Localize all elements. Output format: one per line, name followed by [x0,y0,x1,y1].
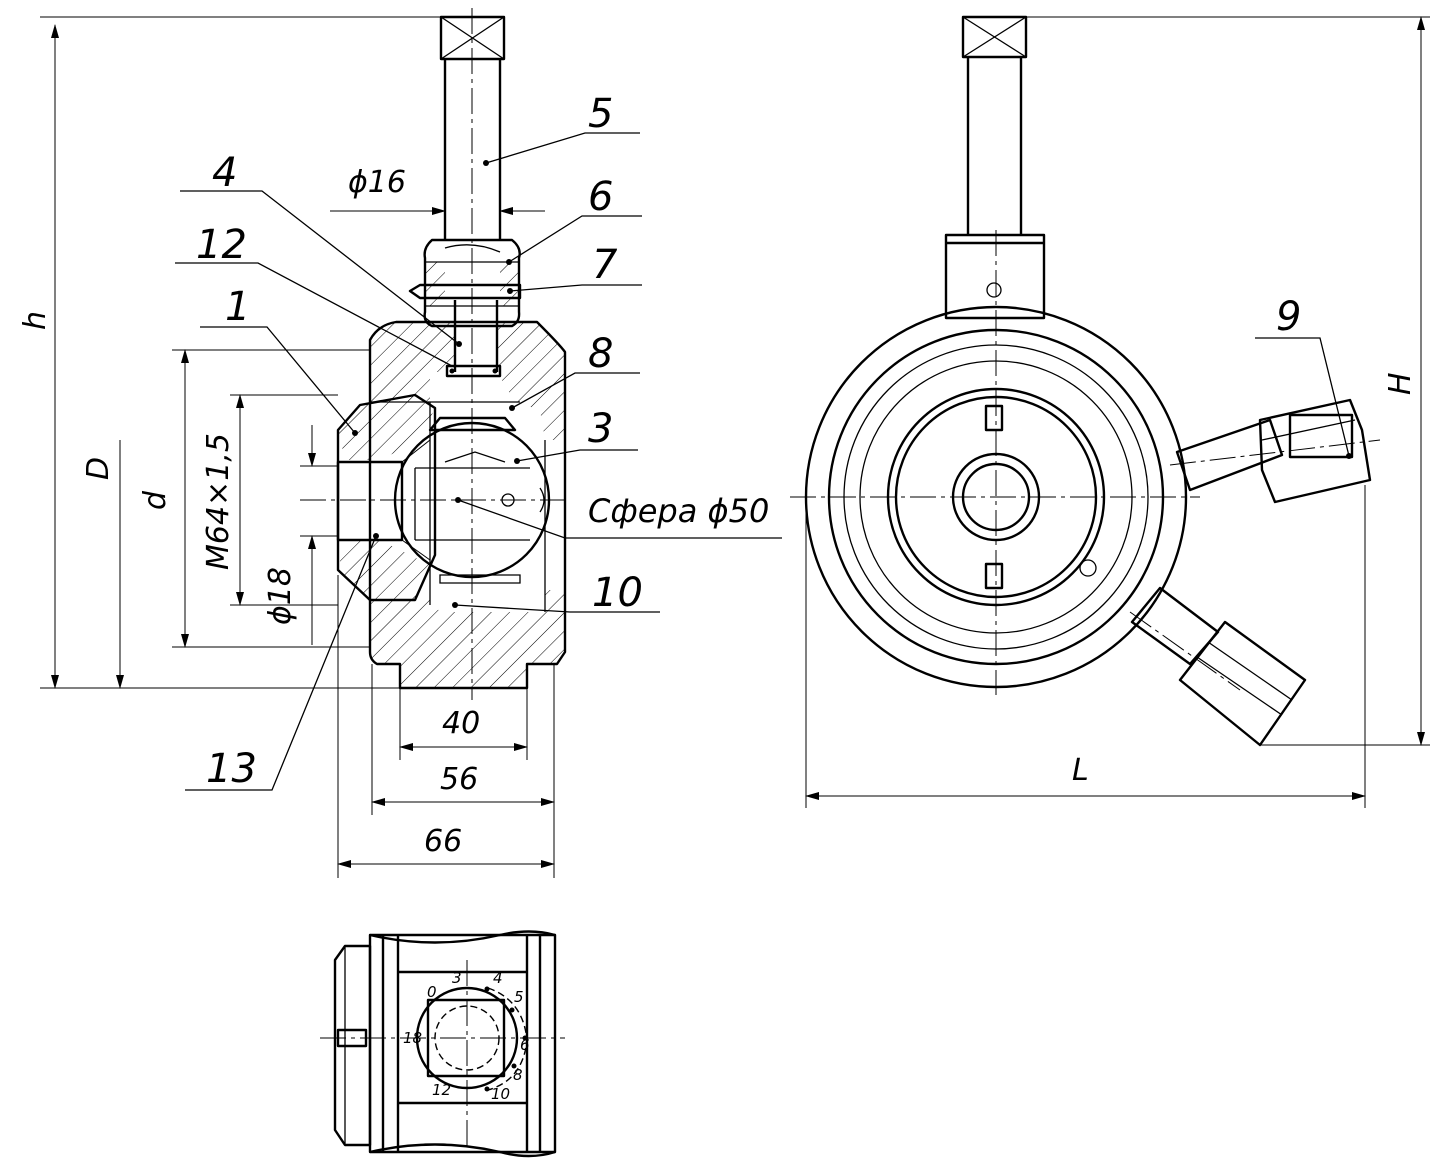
dial-mark-6: 6 [520,1036,530,1054]
dial-mark-4: 4 [493,969,503,987]
dim-h: h [18,311,53,330]
side-nut [944,233,1046,320]
dim-D: D [81,457,116,480]
dim-56: 56 [440,762,478,797]
dim-L: L [1072,753,1089,788]
callout-1: 1 [225,284,250,330]
callout-9: 9 [1276,294,1301,340]
dial-mark-5: 5 [514,988,524,1006]
dial-mark-3: 3 [452,969,462,987]
front-leaders [175,132,782,791]
top-view [320,930,565,1158]
side-view [790,15,1381,747]
lower-port-fitting [1130,586,1307,747]
upper-port-fitting [1175,398,1372,504]
callout-12: 12 [196,222,247,268]
callout-5: 5 [588,91,613,137]
sphere-label: Сфера ϕ50 [588,492,769,530]
callout-3: 3 [588,406,613,452]
seal-ring [445,364,502,378]
front-section-view [300,8,570,700]
dim-H: H [1383,372,1418,395]
front-dimensions [40,16,555,878]
dial-mark-10: 10 [491,1085,510,1103]
side-dimensions [805,16,1430,808]
callout-4: 4 [212,150,237,196]
dim-66: 66 [424,824,462,859]
dim-d: d [138,490,173,510]
dial-mark-18: 18 [403,1029,422,1047]
dial-mark-12: 12 [432,1081,451,1099]
valve-body [368,320,567,690]
side-stem-cap [961,15,1028,235]
dim-dia16: ϕ16 [348,165,406,200]
dim-thread: M64×1,5 [201,433,236,570]
callout-7: 7 [592,242,618,288]
callout-13: 13 [206,746,257,792]
dial-mark-8: 8 [513,1066,523,1084]
dim-40: 40 [442,706,480,741]
callout-6: 6 [588,174,613,220]
callout-10: 10 [592,570,643,616]
side-leaders [1255,337,1350,457]
dial-mark-0: 0 [427,983,437,1001]
callout-8: 8 [588,331,613,377]
dim-dia18: ϕ18 [263,567,298,625]
inlet-fitting [336,393,437,602]
